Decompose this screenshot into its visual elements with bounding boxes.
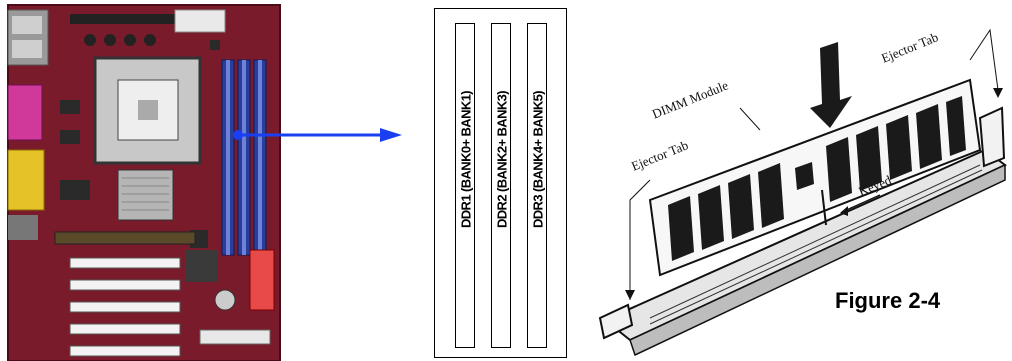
ddr-slot-3: DDR3 (BANK4+ BANK5) — [527, 23, 547, 348]
ddr-slot-1: DDR1 (BANK0+ BANK1) — [455, 23, 475, 348]
figure-caption: Figure 2-4 — [835, 288, 941, 313]
ddr-slots-panel: DDR1 (BANK0+ BANK1) DDR2 (BANK2+ BANK3) … — [434, 8, 567, 358]
pointer-arrow — [230, 125, 405, 145]
ddr-slot-1-label: DDR1 (BANK0+ BANK1) — [458, 90, 474, 229]
motherboard-image — [0, 0, 290, 361]
ddr-slot-2-label: DDR2 (BANK2+ BANK3) — [494, 90, 510, 229]
dimm-install-diagram: Ejector Tab DIMM Module Ejector Tab Keye… — [590, 0, 1012, 361]
ddr-slot-2: DDR2 (BANK2+ BANK3) — [491, 23, 511, 348]
ddr-slot-3-label: DDR3 (BANK4+ BANK5) — [530, 90, 546, 229]
